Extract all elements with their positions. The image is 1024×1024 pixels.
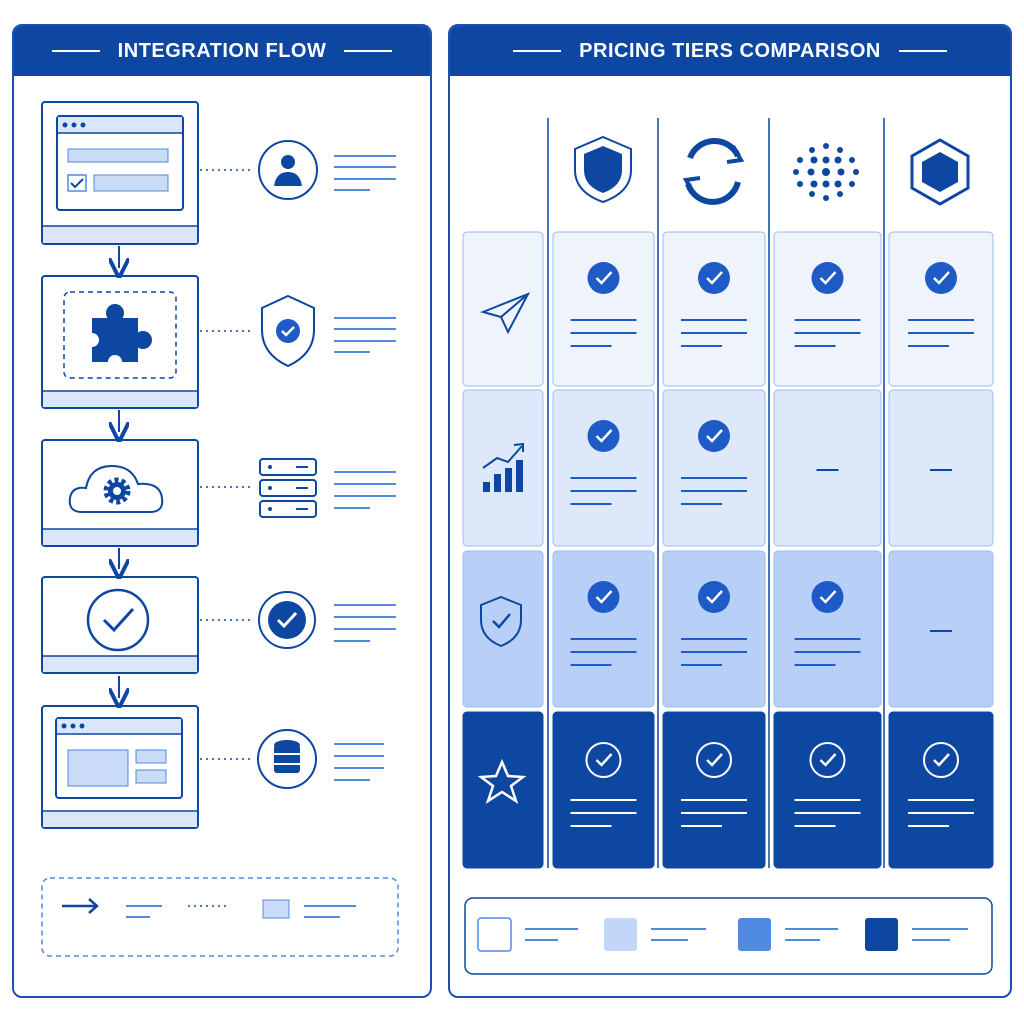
header-rule-right xyxy=(344,50,393,52)
check-mark xyxy=(706,429,723,443)
star-icon xyxy=(477,758,527,804)
tier-cell xyxy=(662,231,766,387)
tier-cell xyxy=(662,550,766,708)
legend-swatch-white xyxy=(477,917,512,952)
tier-cell xyxy=(888,389,994,547)
legend-swatch-light-blue xyxy=(604,918,637,951)
integration-flow-header: INTEGRATION FLOW xyxy=(14,26,430,76)
check-mark xyxy=(819,590,837,604)
tier-cell xyxy=(662,389,766,547)
paper-plane-icon xyxy=(479,292,531,335)
row-label-cell xyxy=(462,711,544,869)
refresh-icon xyxy=(682,137,745,205)
check-mark xyxy=(706,271,723,285)
legend-arrow-icon xyxy=(62,898,99,914)
shield-icon xyxy=(574,135,632,204)
server-stack-icon xyxy=(259,458,317,518)
check-icon xyxy=(698,581,730,613)
check-icon xyxy=(698,262,730,294)
shield-check-row-icon xyxy=(480,595,522,648)
step-form-screen xyxy=(41,101,199,245)
check-icon xyxy=(696,742,732,778)
tier-cell xyxy=(552,389,655,547)
tier-cell xyxy=(552,711,655,869)
check-mark xyxy=(706,590,723,604)
legend-swatch-medium-blue xyxy=(738,918,771,951)
check-icon xyxy=(698,420,730,452)
tier-cell xyxy=(888,711,994,869)
pricing-title: PRICING TIERS COMPARISON xyxy=(579,39,881,62)
step-text-lines xyxy=(334,155,396,781)
user-icon xyxy=(258,140,318,200)
check-icon xyxy=(923,742,959,778)
dotted-connectors xyxy=(200,169,250,760)
check-icon xyxy=(587,420,620,452)
check-mark xyxy=(819,271,837,285)
row-label-cell xyxy=(462,231,544,387)
shield-check-icon xyxy=(261,294,315,368)
pricing-rows xyxy=(462,231,994,869)
gear-icon xyxy=(103,477,131,505)
check-mark xyxy=(595,271,613,285)
step-plugin-screen xyxy=(41,275,199,409)
pricing-legend xyxy=(464,897,993,975)
tier-cell xyxy=(888,550,994,708)
check-mark xyxy=(595,753,613,767)
column-separators xyxy=(547,118,885,868)
header-rule-left xyxy=(513,50,562,52)
hexagon-icon xyxy=(910,138,970,206)
tier-cell xyxy=(773,550,882,708)
step-cloud-screen xyxy=(41,439,199,547)
tier-cell xyxy=(773,711,882,869)
tier-cell xyxy=(552,231,655,387)
database-icon xyxy=(257,729,317,789)
check-icon xyxy=(585,742,622,778)
check-icon xyxy=(811,262,844,294)
puzzle-icon xyxy=(85,304,152,369)
check-icon xyxy=(809,742,846,778)
flow-legend xyxy=(41,877,399,957)
header-rule-left xyxy=(51,50,100,52)
check-icon xyxy=(925,262,957,294)
dots-icon xyxy=(793,143,859,201)
check-mark xyxy=(933,753,950,767)
step-confirmation-screen xyxy=(41,576,199,674)
header-rule-right xyxy=(898,50,947,52)
row-label-cell xyxy=(462,550,544,708)
check-mark xyxy=(819,753,837,767)
check-icon xyxy=(587,262,620,294)
check-icon xyxy=(587,581,620,613)
step-dashboard-screen xyxy=(41,705,199,829)
legend-swatch-dark-blue xyxy=(865,918,898,951)
row-label-cell xyxy=(462,389,544,547)
tier-cell xyxy=(773,389,882,547)
check-icon xyxy=(811,581,844,613)
check-circle-icon xyxy=(258,591,316,649)
bar-chart-icon xyxy=(482,442,524,492)
tier-cell xyxy=(888,231,994,387)
legend-screen-swatch xyxy=(262,899,290,919)
tier-cell xyxy=(552,550,655,708)
tier-cell xyxy=(662,711,766,869)
check-mark xyxy=(595,429,613,443)
integration-flow-title: INTEGRATION FLOW xyxy=(117,39,327,62)
check-mark xyxy=(706,753,723,767)
pricing-header: PRICING TIERS COMPARISON xyxy=(450,26,1010,76)
check-mark xyxy=(933,271,950,285)
tier-cell xyxy=(773,231,882,387)
check-mark xyxy=(595,590,613,604)
